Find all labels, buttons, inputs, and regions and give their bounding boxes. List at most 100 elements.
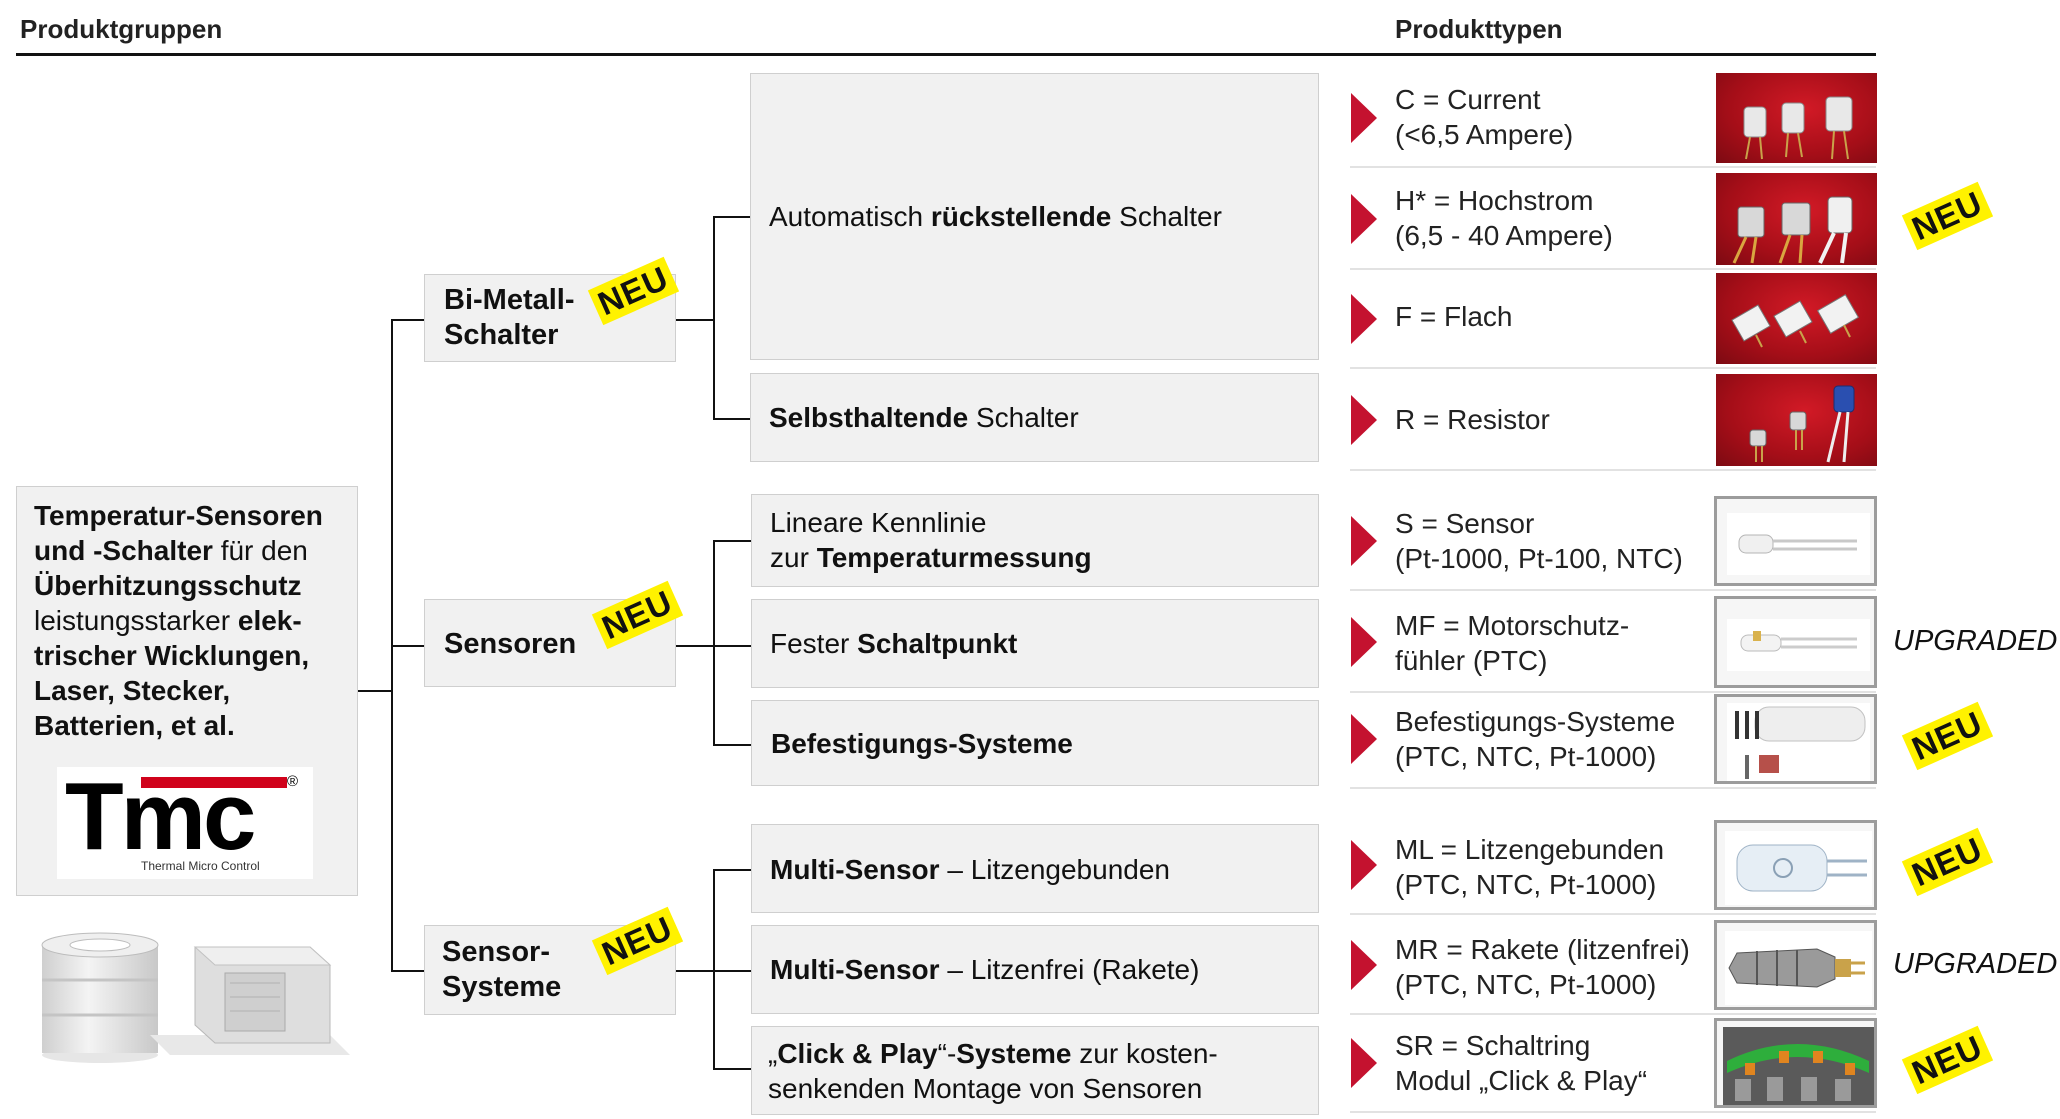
transformer-coil-image (150, 946, 350, 1055)
subtype-rueckstellend-label: Automatisch rückstellende Schalter (769, 199, 1222, 234)
product-type-line: (PTC, NTC, Pt-1000) (1395, 869, 1657, 900)
subtype-text-run: zur (770, 542, 817, 573)
root-description-run: elek- (237, 605, 302, 636)
group-label-sensoren: Sensoren (444, 627, 576, 662)
subtype-multisensor-litzenfrei-label: Multi-Sensor – Litzenfrei (Rakete) (770, 952, 1199, 987)
connector-group-3 (391, 970, 424, 972)
product-type-line: (PTC, NTC, Pt-1000) (1395, 741, 1657, 772)
row-separator (1350, 589, 1876, 591)
root-description-run: Temperatur-Sensoren (34, 500, 323, 531)
subtype-text-run: Multi-Sensor (770, 854, 940, 885)
subtype-text-run: Selbsthaltende (769, 402, 969, 433)
connector-sensorsysteme (676, 970, 714, 972)
photo-multisensor-rakete (1714, 920, 1877, 1010)
subtype-text-run: „ (768, 1038, 778, 1069)
product-type-label: S = Sensor(Pt-1000, Pt-100, NTC) (1395, 506, 1683, 576)
subtype-text-run: “- (937, 1038, 957, 1069)
root-description-line: Überhitzungsschutz (34, 568, 323, 603)
subtype-box-rueckstellend (750, 73, 1319, 360)
arrow-icon (1351, 840, 1377, 890)
subtype-text-run: Schalter (968, 402, 1079, 433)
arrow-icon (1351, 194, 1377, 244)
root-description-run: Überhitzungsschutz (34, 570, 302, 601)
subtype-text-run: – Litzengebunden (939, 854, 1170, 885)
group-label-bimetall: Bi-Metall- Schalter (444, 283, 575, 353)
connector-group-2 (391, 645, 424, 647)
arrow-icon (1351, 617, 1377, 667)
connector-sub-6 (713, 869, 751, 871)
logo-registered: ® (287, 773, 299, 790)
subtype-text-run: – Litzenfrei (Rakete) (939, 954, 1200, 985)
arrow-icon (1351, 395, 1377, 445)
photo-hochstrom-switches (1716, 173, 1877, 265)
subtype-box-multisensor-litzengebunden (751, 824, 1319, 913)
connector-sensorsysteme-vertical (713, 869, 715, 1069)
connector-sub-8 (713, 1068, 751, 1070)
arrow-icon (1351, 940, 1377, 990)
badge-neu: NEU (1901, 1025, 1993, 1095)
row-separator (1350, 691, 1876, 693)
arrow-icon (1351, 93, 1377, 143)
product-type-label: MF = Motorschutz-fühler (PTC) (1395, 608, 1629, 678)
arrow-icon (1351, 293, 1377, 344)
product-type-line: F = Flach (1395, 301, 1513, 332)
arrow-icon (1351, 516, 1377, 566)
photo-schaltring-modul (1714, 1018, 1877, 1108)
cylindrical-coil-image (41, 932, 159, 1063)
photo-current-switches (1716, 73, 1877, 163)
root-description-run: leistungsstarker (34, 605, 238, 636)
badge-neu: NEU (1901, 827, 1993, 897)
subtype-box-multisensor-litzenfrei (751, 925, 1319, 1014)
product-type-label: MR = Rakete (litzenfrei)(PTC, NTC, Pt-10… (1395, 932, 1690, 1002)
badge-neu: NEU (1901, 181, 1993, 251)
logo-wordmark: Tmc (65, 763, 256, 870)
product-type-label: R = Resistor (1395, 402, 1550, 437)
group-label-sensorsysteme: Sensor- Systeme (442, 935, 561, 1005)
product-type-line: R = Resistor (1395, 404, 1550, 435)
subtype-linear-line-1: Lineare Kennlinie (770, 505, 1092, 540)
root-description-line: Laser, Stecker, (34, 673, 323, 708)
subtype-clickplay-label: „Click & Play“-Systeme zur kosten- senke… (768, 1036, 1218, 1106)
subtype-text-run: Befestigungs-Systeme (771, 728, 1073, 759)
photo-flach-switches (1716, 273, 1877, 364)
subtype-text-run: Click & Play (777, 1038, 938, 1069)
product-type-label: F = Flach (1395, 299, 1512, 334)
connector-group-1 (391, 319, 424, 321)
badge-upgraded: UPGRADED (1893, 625, 2058, 657)
subtype-box-selbsthaltend (750, 373, 1319, 462)
header-produkttypen: Produkttypen (1395, 14, 1563, 44)
subtype-text-run: Lineare Kennlinie (770, 507, 987, 538)
root-description-run: Laser, Stecker, (34, 675, 231, 706)
connector-sensoren (676, 645, 714, 647)
subtype-selbsthaltend-label: Selbsthaltende Schalter (769, 400, 1079, 435)
photo-motorschutzfuehler (1714, 596, 1877, 688)
logo-subtitle: Thermal Micro Control (141, 859, 260, 873)
product-type-line: (Pt-1000, Pt-100, NTC) (1395, 543, 1683, 574)
subtype-box-befestigung (751, 700, 1319, 786)
subtype-box-schaltpunkt (751, 599, 1319, 688)
connector-sub-1 (713, 216, 750, 218)
root-description-line: Temperatur-Sensoren (34, 498, 323, 533)
subtype-befestigung-label: Befestigungs-Systeme (771, 726, 1073, 761)
group-bimetall-line-2: Schalter (444, 319, 559, 351)
group-sensorsysteme-line-2: Systeme (442, 971, 562, 1003)
subtype-text-run: Temperaturmessung (816, 542, 1092, 573)
product-type-line: ML = Litzengebunden (1395, 834, 1665, 865)
row-separator (1350, 166, 1876, 168)
subtype-text-run: Fester (770, 628, 858, 659)
connector-sensoren-vertical (713, 540, 715, 745)
group-sensorsysteme-line-1: Sensor- (442, 936, 550, 968)
root-description-run: für den (212, 535, 308, 566)
subtype-text-run: Systeme (956, 1038, 1072, 1069)
group-bimetall-line-1: Bi-Metall- (444, 284, 575, 316)
coil-images (41, 932, 350, 1063)
badge-upgraded: UPGRADED (1893, 948, 2058, 980)
root-description-line: und -Schalter für den (34, 533, 323, 568)
product-type-line: C = Current (1395, 84, 1541, 115)
row-separator (1350, 268, 1876, 270)
root-description-run: trischer Wicklungen, (34, 640, 310, 671)
product-type-line: MF = Motorschutz- (1395, 610, 1630, 641)
product-type-line: H* = Hochstrom (1395, 185, 1594, 216)
subtype-multisensor-litzengebunden-label: Multi-Sensor – Litzengebunden (770, 852, 1170, 887)
